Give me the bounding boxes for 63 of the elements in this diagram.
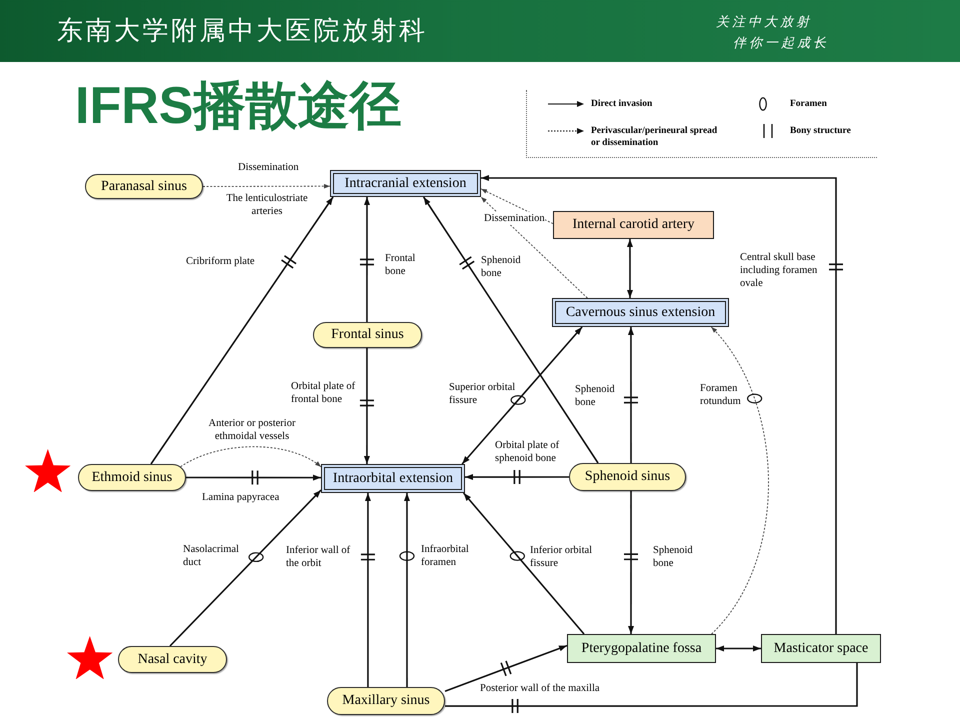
arrow — [186, 474, 321, 481]
edge-label: Infraorbital foramen — [421, 543, 470, 569]
process-box: Internal carotid artery — [553, 211, 714, 239]
double-border-box: Cavernous sinus extension — [552, 298, 729, 327]
edge-label: Foramen rotundum — [700, 382, 742, 408]
edge-label: Frontal bone — [385, 252, 416, 278]
arrow — [422, 196, 599, 464]
arrow — [481, 175, 837, 634]
slogan-text: 关注中大放射 — [716, 15, 812, 31]
connector-line — [445, 663, 858, 707]
arrow — [404, 493, 410, 687]
double-border-box: Intracranial extension — [330, 170, 481, 197]
pill-node: Paranasal sinus — [85, 174, 203, 199]
edge-label: Posterior wall of the maxilla — [480, 682, 600, 695]
arrow — [628, 327, 634, 463]
edge-label: Inferior wall of the orbit — [286, 544, 352, 570]
legend-text: Foramen — [790, 98, 827, 110]
arrow — [364, 348, 370, 464]
edge-label: Inferior orbital fissure — [530, 544, 594, 570]
legend-text: Direct invasion — [591, 98, 652, 110]
edge-label: Sphenoid bone — [653, 544, 694, 570]
edge-label: Sphenoid bone — [481, 254, 522, 280]
slogan-text: 伴你一起成长 — [733, 36, 829, 52]
pill-node: Maxillary sinus — [327, 687, 445, 715]
pill-node: Frontal sinus — [313, 322, 422, 348]
arrow — [364, 197, 370, 322]
pill-node: Sphenoid sinus — [569, 463, 686, 491]
double-arrow — [716, 646, 761, 652]
dotted-arrow — [202, 184, 330, 189]
legend-text: Bony structure — [790, 125, 851, 137]
process-box: Masticator space — [761, 634, 881, 663]
double-border-box: Intraorbital extension — [321, 464, 465, 493]
edge-label: Central skull base including foramen ovale — [740, 251, 818, 290]
header-title: 东南大学附属中大医院放射科 — [57, 16, 428, 46]
edge-label: Lamina papyracea — [202, 491, 280, 504]
arrow — [444, 644, 568, 692]
arrow — [150, 196, 334, 464]
pill-node: Ethmoid sinus — [78, 464, 186, 491]
edge-label: Cribriform plate — [186, 255, 255, 268]
edge-label: Orbital plate of frontal bone — [291, 380, 356, 406]
edge-label: Anterior or posterior ethmoidal vessels — [208, 417, 296, 443]
edge-label: Sphenoid bone — [575, 383, 616, 409]
arrow — [364, 493, 371, 687]
dotted-arrow — [710, 326, 769, 634]
pill-node: Nasal cavity — [118, 646, 227, 673]
annotation-text: The lenticulostriate arteries — [226, 192, 308, 218]
legend-text: Perivascular/perineural spread or dissemination — [591, 125, 718, 149]
dotted-arrow — [480, 196, 588, 298]
dotted-arrow — [480, 188, 554, 224]
slide-title: IFRS播散途径 — [75, 78, 402, 134]
double-arrow — [462, 326, 583, 465]
dotted-arrow — [180, 446, 322, 468]
arrow — [169, 490, 322, 647]
double-arrow — [626, 239, 633, 298]
edge-label: Orbital plate of sphenoid bone — [495, 439, 560, 465]
arrow — [628, 491, 634, 634]
edge-label: Nasolacrimal duct — [183, 543, 240, 569]
edge-label: Dissemination — [484, 212, 545, 225]
process-box: Pterygopalatine fossa — [567, 634, 716, 663]
arrow — [462, 492, 585, 635]
edge-label: Dissemination — [238, 161, 299, 174]
edge-label: Superior orbital fissure — [449, 381, 516, 407]
arrow — [465, 474, 569, 480]
